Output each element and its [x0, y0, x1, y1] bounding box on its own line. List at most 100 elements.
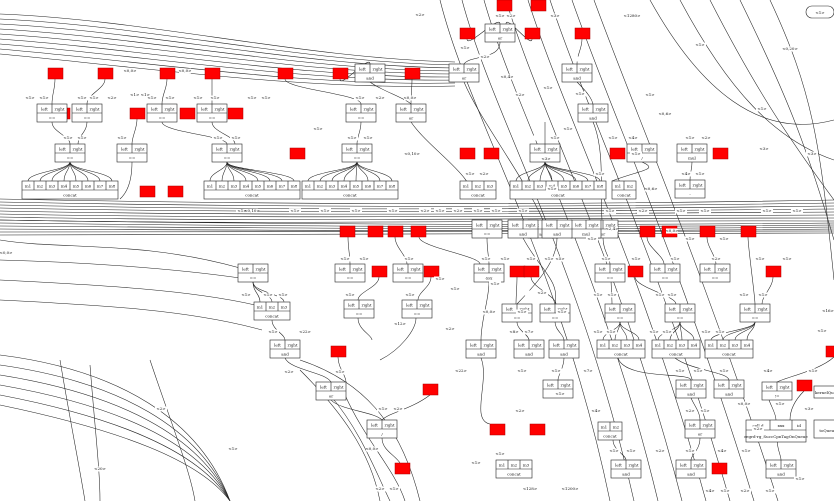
constant-node[interactable]: [204, 67, 221, 80]
constant-node[interactable]: [97, 67, 114, 80]
constant-node[interactable]: [387, 225, 404, 238]
constant-node[interactable]: [609, 147, 626, 160]
constant-node[interactable]: [339, 225, 356, 238]
constant-node[interactable]: [277, 67, 294, 80]
constant-node[interactable]: [371, 265, 388, 278]
constant-node[interactable]: [765, 265, 782, 278]
constant-node[interactable]: [574, 27, 591, 40]
constant-node[interactable]: [47, 67, 64, 80]
constant-node[interactable]: [167, 185, 184, 198]
constant-node[interactable]: [530, 0, 547, 12]
constant-node[interactable]: [825, 345, 834, 358]
constant-node[interactable]: [459, 27, 476, 40]
constant-node[interactable]: [129, 107, 146, 120]
constant-node[interactable]: [159, 67, 176, 80]
constant-node[interactable]: [699, 225, 716, 238]
constant-node[interactable]: [459, 147, 476, 160]
constant-node[interactable]: [796, 379, 813, 392]
constant-node[interactable]: [422, 383, 439, 396]
ellipsis-node[interactable]: <1>: [805, 5, 834, 19]
constant-node[interactable]: [496, 0, 513, 12]
constant-node[interactable]: [330, 345, 347, 358]
constant-node[interactable]: [523, 265, 540, 278]
constant-node[interactable]: [711, 462, 728, 475]
constant-node[interactable]: [483, 147, 500, 160]
constant-node[interactable]: [139, 185, 156, 198]
constant-node[interactable]: [410, 225, 427, 238]
constant-node[interactable]: [740, 225, 757, 238]
constant-node[interactable]: [394, 462, 411, 475]
constant-node[interactable]: [627, 265, 644, 278]
constant-node[interactable]: [423, 265, 440, 278]
constant-node[interactable]: [529, 423, 546, 436]
constant-node[interactable]: [509, 265, 526, 278]
constant-node[interactable]: [489, 423, 506, 436]
constant-node[interactable]: [639, 225, 656, 238]
constant-node[interactable]: [227, 107, 244, 120]
constant-node[interactable]: [404, 67, 421, 80]
constant-node[interactable]: [367, 225, 384, 238]
constant-node[interactable]: [179, 107, 196, 120]
constant-node[interactable]: [332, 67, 349, 80]
constant-node[interactable]: [524, 27, 541, 40]
constant-node[interactable]: [289, 147, 306, 160]
